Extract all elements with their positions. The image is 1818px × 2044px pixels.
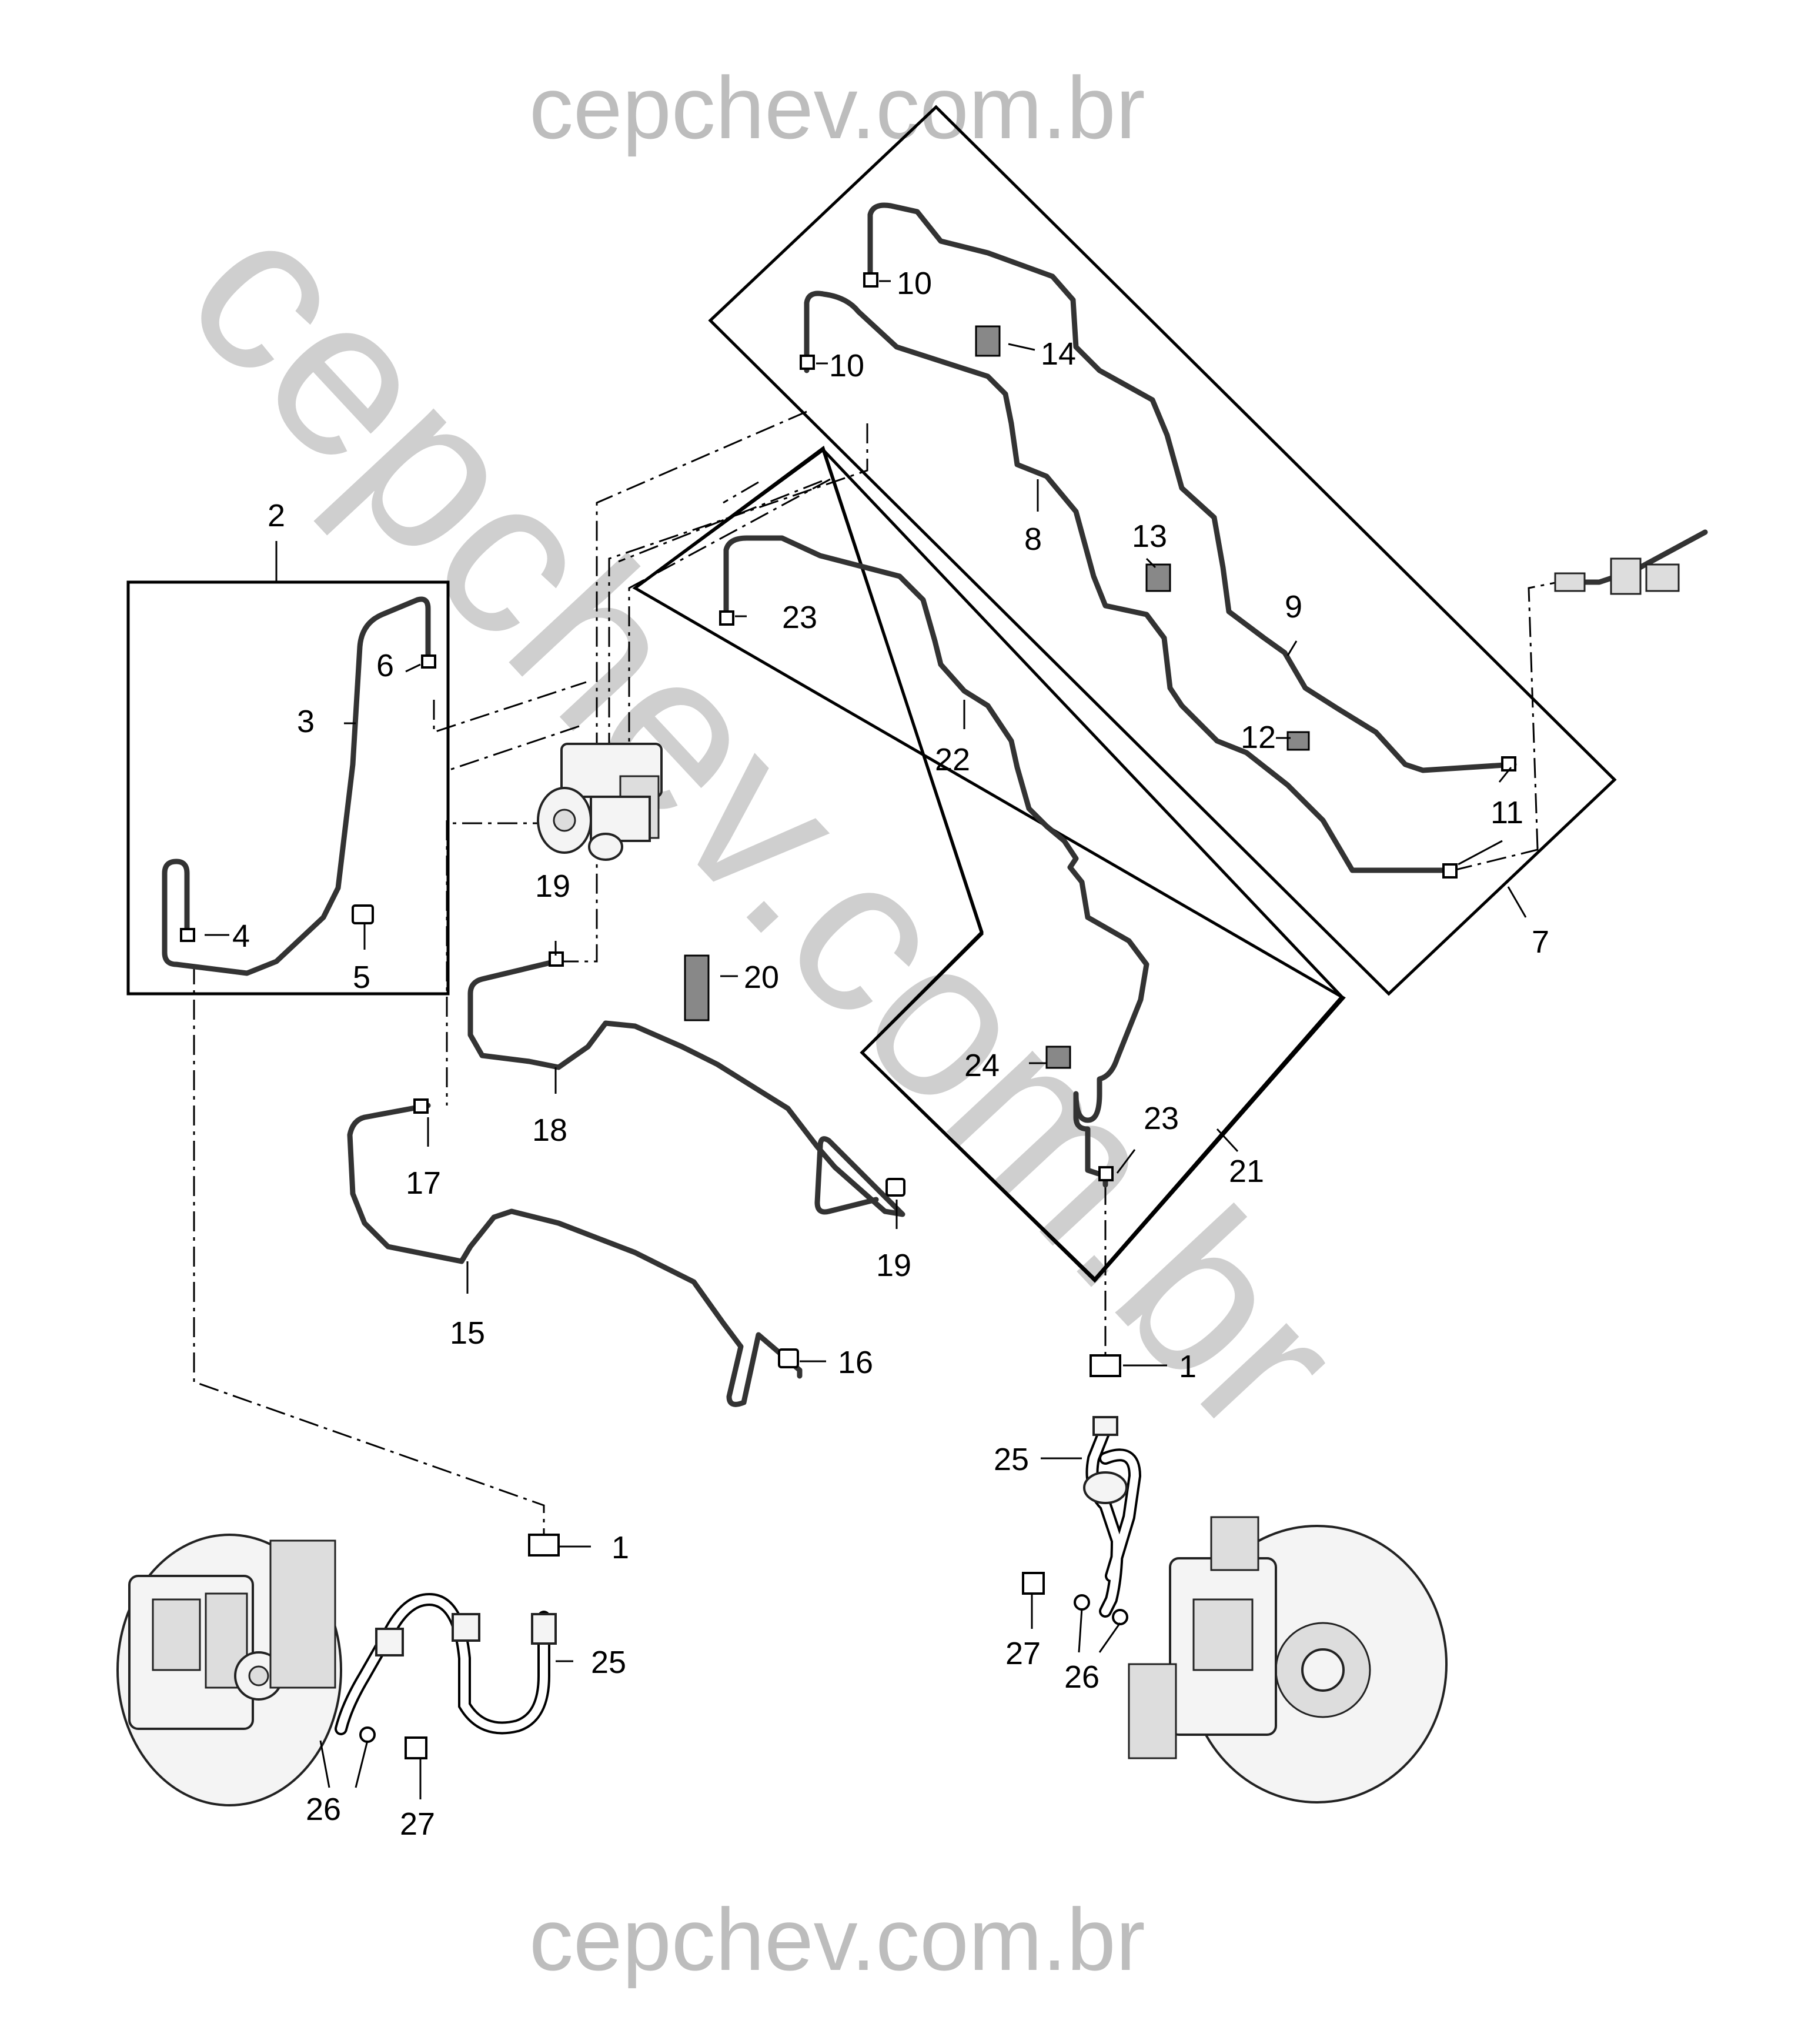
callout-5: 5 [353,960,370,995]
connector-harness [1554,529,1708,595]
callout-19-a: 19 [535,869,570,904]
fitting-17 [413,1098,429,1114]
watermark-bottom: cepchev.com.br [529,1890,1145,1989]
callout-24: 24 [964,1048,1000,1083]
brake-pipes [162,202,1517,1407]
fitting-23-a [719,610,734,626]
group-box-7 [708,105,1617,996]
watermark-top: cepchev.com.br [529,58,1145,157]
group-box-21-outline [632,445,1346,1283]
clip-24 [1045,1046,1071,1069]
clip-20 [684,954,710,1021]
callout-26-left: 26 [306,1792,341,1827]
callout-7: 7 [1532,924,1549,960]
group-box-2 [126,580,450,996]
callout-6: 6 [376,648,394,683]
callout-12: 12 [1241,720,1276,755]
callout-10-a: 10 [897,266,932,301]
callout-13: 13 [1132,519,1167,554]
callout-11: 11 [1491,795,1523,830]
callout-23-b: 23 [1144,1101,1179,1136]
callout-16: 16 [838,1345,873,1380]
callout-3: 3 [297,704,315,739]
leader-lines [205,280,1512,1799]
callout-1-right: 1 [1179,1349,1197,1384]
fitting-11-a [1501,756,1516,771]
nut-5 [352,904,374,924]
watermark-diagonal: cepchev.com.br [141,168,1388,1480]
callout-14: 14 [1041,336,1076,372]
fitting-23-b [1098,1166,1114,1181]
brake-hose-25-right [1022,1416,1142,1625]
callout-25-right: 25 [994,1442,1029,1477]
fitting-11-b [1442,863,1458,879]
callout-1-left: 1 [611,1530,629,1565]
fitting-6 [421,654,436,669]
bolt-27-right [1022,1572,1045,1595]
small-parts [180,272,1516,1557]
callout-8: 8 [1024,522,1042,557]
fitting-10-a [863,272,878,288]
callout-21: 21 [1229,1154,1264,1189]
callout-2: 2 [268,498,285,533]
callout-25-left: 25 [591,1645,626,1680]
callout-18: 18 [532,1113,567,1148]
fitting-10-b [800,355,815,370]
callout-4: 4 [232,919,250,954]
callout-26-right: 26 [1064,1659,1100,1695]
clip-12 [1286,731,1310,751]
nut-16 [778,1348,799,1368]
callout-19-b: 19 [876,1248,911,1283]
callout-27-right: 27 [1005,1636,1041,1671]
callout-17: 17 [406,1165,441,1201]
callout-20: 20 [744,960,779,995]
rear-brake-caliper-left [116,1534,342,1806]
callout-23-a: 23 [782,600,817,635]
nut-19-b [885,1178,905,1197]
fitting-4 [180,928,195,942]
callout-15: 15 [450,1315,485,1351]
brake-hose-25-left [310,1592,557,1759]
abs-modulator-unit [537,743,663,861]
callout-9: 9 [1285,589,1302,624]
bracket-1-a [1090,1354,1121,1377]
callout-10-b: 10 [829,348,864,383]
bolt-27-left [405,1736,427,1759]
front-brake-caliper-right [1128,1516,1448,1803]
bracket-1-b [528,1534,560,1557]
callout-22: 22 [935,742,970,777]
clip-14 [975,325,1001,357]
callout-27-left: 27 [400,1806,435,1842]
callout-labels: 2 3 6 4 5 10 10 14 8 13 9 12 11 7 23 22 … [232,266,1549,1842]
clip-13 [1145,563,1171,592]
routing-lines [193,410,1559,1535]
